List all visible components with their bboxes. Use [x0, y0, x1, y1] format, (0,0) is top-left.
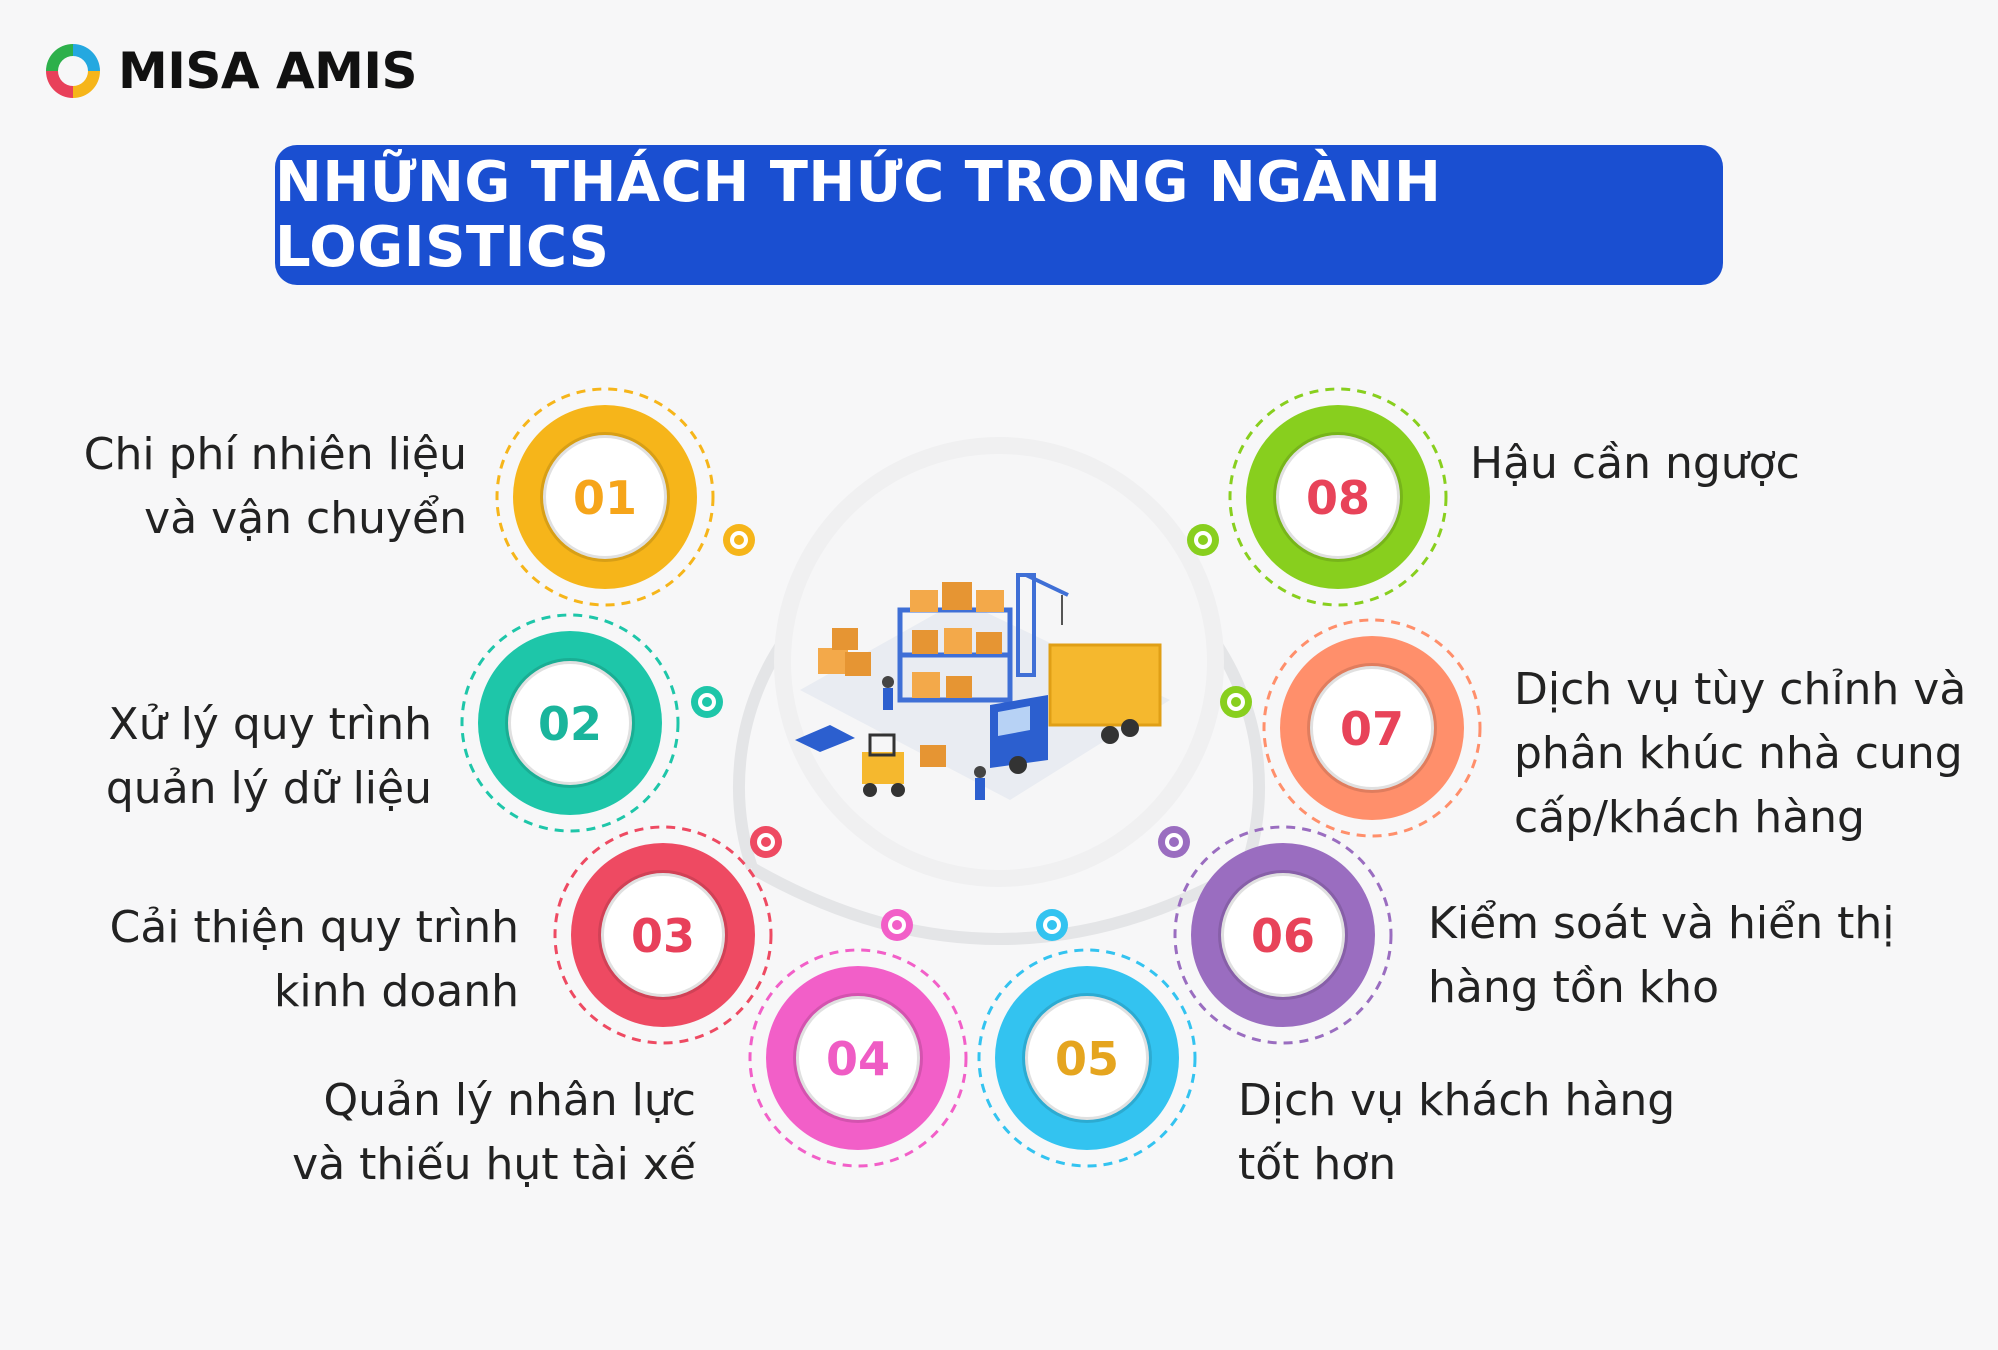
badge-number: 07 [1340, 702, 1404, 756]
badge-dashed-ring [1228, 387, 1448, 607]
badge-dashed-ring [495, 387, 715, 607]
badge-inner [1273, 432, 1403, 562]
badge-dashed-ring [748, 948, 968, 1168]
badge-dashed-ring [1173, 825, 1393, 1045]
center-ring-bottom [749, 862, 1249, 945]
item-label-07: Dịch vụ tùy chỉnh và phân khúc nhà cung … [1514, 664, 1967, 843]
connector-dot-02 [691, 686, 723, 718]
connector-dot-05 [1036, 909, 1068, 941]
item-label-06: Kiểm soát và hiển thị hàng tồn kho [1428, 898, 1895, 1013]
badge-number: 08 [1306, 471, 1370, 525]
badge-04: 04 [748, 948, 968, 1168]
badge-number: 01 [573, 471, 637, 525]
connector-dot-08 [1187, 524, 1219, 556]
item-label-04: Quản lý nhân lực và thiếu hụt tài xế [292, 1075, 696, 1190]
badge-08: 08 [1228, 387, 1448, 607]
brand-logo: MISA AMIS [40, 38, 418, 104]
brand-name: MISA AMIS [118, 42, 418, 100]
badge-03: 03 [553, 825, 773, 1045]
badge-inner [1218, 870, 1348, 1000]
badge-dashed-ring [1262, 618, 1482, 838]
connector-dot-07 [1220, 686, 1252, 718]
badge-05: 05 [977, 948, 1197, 1168]
title-banner: NHỮNG THÁCH THỨC TRONG NGÀNH LOGISTICS [275, 145, 1723, 285]
badge-inner [598, 870, 728, 1000]
badge-inner [505, 658, 635, 788]
item-label-08: Hậu cần ngược [1470, 438, 1800, 489]
connector-dot-01 [723, 524, 755, 556]
badge-inner [540, 432, 670, 562]
page-title: NHỮNG THÁCH THỨC TRONG NGÀNH LOGISTICS [275, 150, 1442, 280]
badge-06: 06 [1173, 825, 1393, 1045]
badge-dashed-ring [977, 948, 1197, 1168]
item-label-05: Dịch vụ khách hàng tốt hơn [1238, 1075, 1676, 1190]
connector-dot-04 [881, 909, 913, 941]
badge-number: 03 [631, 909, 695, 963]
badge-inner [1022, 993, 1152, 1123]
badge-07: 07 [1262, 618, 1482, 838]
badge-number: 06 [1251, 909, 1315, 963]
badge-inner [793, 993, 923, 1123]
badge-dashed-ring [460, 613, 680, 833]
misa-logo-icon [46, 44, 100, 98]
connector-dots [691, 524, 1252, 941]
badge-dashed-ring [553, 825, 773, 1045]
badge-02: 02 [460, 613, 680, 833]
item-label-01: Chi phí nhiên liệu và vận chuyển [83, 429, 467, 544]
badge-number: 05 [1055, 1032, 1119, 1086]
connector-dot-03 [750, 826, 782, 858]
badge-number: 02 [538, 697, 602, 751]
item-label-02: Xử lý quy trình quản lý dữ liệu [105, 699, 432, 814]
warehouse-illustration [795, 573, 1170, 800]
badge-01: 01 [495, 387, 715, 607]
connector-dot-06 [1158, 826, 1190, 858]
item-label-03: Cải thiện quy trình kinh doanh [109, 902, 519, 1017]
badge-inner [1307, 663, 1437, 793]
badge-number: 04 [826, 1032, 890, 1086]
